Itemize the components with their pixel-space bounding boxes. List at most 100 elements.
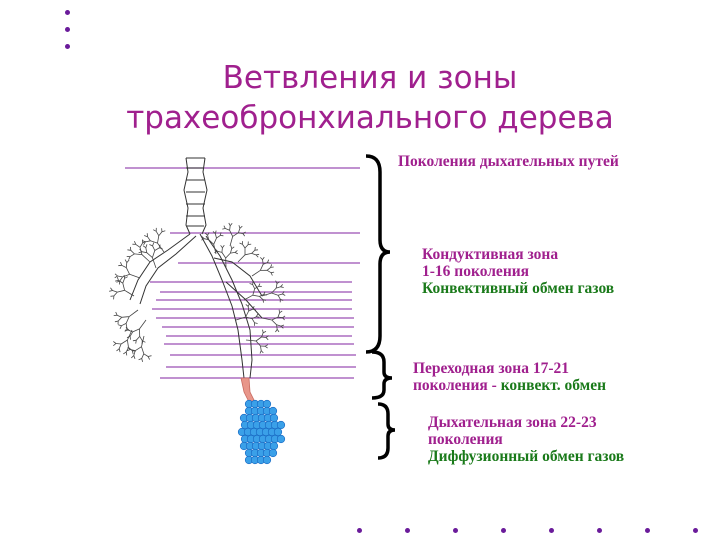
branch <box>153 243 154 246</box>
branch <box>118 325 121 326</box>
branch <box>281 325 284 326</box>
branch <box>253 285 255 289</box>
branch <box>278 295 280 299</box>
branch <box>248 244 251 245</box>
branch <box>116 312 117 315</box>
branch <box>121 340 127 344</box>
branch <box>215 234 216 239</box>
branch <box>140 243 143 247</box>
branch <box>252 253 256 255</box>
branch <box>148 237 151 241</box>
branch <box>226 253 231 258</box>
branch <box>278 294 283 295</box>
branch <box>134 351 135 356</box>
branch <box>122 323 127 325</box>
branch <box>153 230 156 232</box>
branch <box>130 274 140 278</box>
branch <box>127 260 129 263</box>
branch <box>134 254 142 255</box>
branch <box>240 226 242 228</box>
branch <box>277 325 281 326</box>
branch <box>281 284 283 286</box>
branch <box>139 359 142 360</box>
branch <box>230 249 231 253</box>
branch <box>152 251 154 258</box>
branch <box>277 329 279 332</box>
branch <box>114 292 117 296</box>
branch <box>142 252 147 253</box>
branch <box>263 257 265 260</box>
branch <box>117 315 122 317</box>
branch <box>248 306 249 311</box>
branch <box>238 228 240 232</box>
branch <box>263 331 266 332</box>
branch <box>214 238 217 244</box>
branch <box>118 317 122 321</box>
branch <box>243 234 245 237</box>
branch <box>113 291 118 293</box>
branch <box>242 244 245 248</box>
alveolus <box>277 435 285 443</box>
alveolus <box>263 400 271 408</box>
branch <box>252 319 254 323</box>
branch <box>271 273 272 276</box>
branch <box>136 244 140 247</box>
respiratory-zone-generations: поколения <box>428 431 503 448</box>
branch <box>132 351 133 354</box>
branch <box>256 337 262 341</box>
branch <box>115 321 118 322</box>
branch <box>140 320 147 329</box>
transitional-zone-title: Переходная зона 17-21 <box>413 360 569 377</box>
branch <box>281 287 284 288</box>
alveolus <box>263 456 271 464</box>
branch <box>123 274 130 277</box>
branch <box>265 345 268 347</box>
branch <box>126 352 127 355</box>
branch <box>158 243 165 252</box>
branch <box>277 325 278 330</box>
branch <box>238 255 245 262</box>
branch <box>118 276 123 277</box>
respiratory-zone-bracket <box>378 404 395 458</box>
branch <box>140 336 143 340</box>
branch <box>256 317 259 318</box>
branch <box>153 246 155 251</box>
branch <box>244 295 253 300</box>
alveolus <box>270 442 278 450</box>
branch <box>261 346 262 351</box>
branch <box>260 257 262 259</box>
branch <box>133 329 140 332</box>
branch <box>156 231 159 235</box>
branch <box>224 226 225 229</box>
branch <box>230 226 231 231</box>
branch <box>144 354 148 357</box>
branch <box>246 304 248 306</box>
branch <box>144 236 147 237</box>
alveolus <box>270 414 278 422</box>
branch <box>129 257 131 260</box>
branch <box>230 223 232 226</box>
branch <box>130 254 134 257</box>
branch <box>279 310 280 313</box>
branch <box>159 232 162 236</box>
branch <box>275 329 277 332</box>
branch <box>122 317 130 318</box>
alveolus <box>274 428 282 436</box>
branch <box>162 231 165 232</box>
branch <box>278 313 280 317</box>
branch <box>253 295 260 296</box>
branch <box>252 270 260 276</box>
branch <box>129 310 138 317</box>
branch <box>113 344 116 346</box>
branch <box>115 280 118 281</box>
branch <box>123 283 125 290</box>
generations-label: Поколения дыхательных путей <box>398 153 619 170</box>
branch <box>260 264 263 270</box>
branch <box>119 349 120 352</box>
branch <box>262 337 267 338</box>
trachea <box>184 158 207 234</box>
branch <box>231 246 232 249</box>
branch <box>255 323 258 324</box>
branch <box>117 290 124 292</box>
branch <box>134 356 135 359</box>
